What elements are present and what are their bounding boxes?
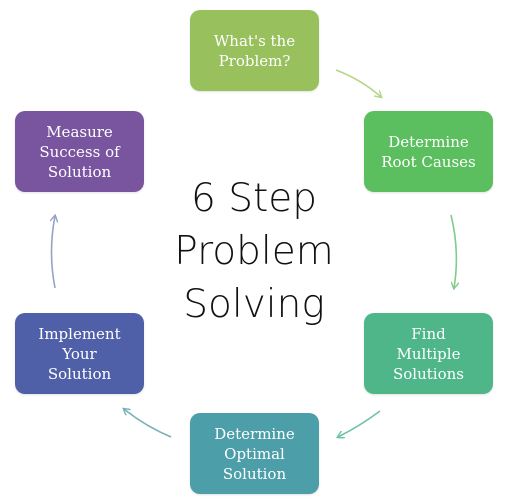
arrow-2-to-3 (450, 214, 456, 288)
step-measure-success: Measure Success of Solution (15, 111, 144, 192)
step-find-multiple-solutions: Find Multiple Solutions (364, 313, 493, 394)
step-determine-optimal-solution: Determine Optimal Solution (190, 413, 319, 494)
arrow-4-to-5 (124, 409, 172, 438)
diagram-title: 6 Step Problem Solving (174, 176, 334, 327)
step-what-is-the-problem: What's the Problem? (190, 10, 319, 91)
arrow-3-to-4 (338, 410, 381, 437)
step-determine-root-causes: Determine Root Causes (364, 111, 493, 192)
step-implement-your-solution: Implement Your Solution (15, 313, 144, 394)
arrow-5-to-6 (52, 216, 56, 289)
arrow-1-to-2 (335, 69, 381, 97)
